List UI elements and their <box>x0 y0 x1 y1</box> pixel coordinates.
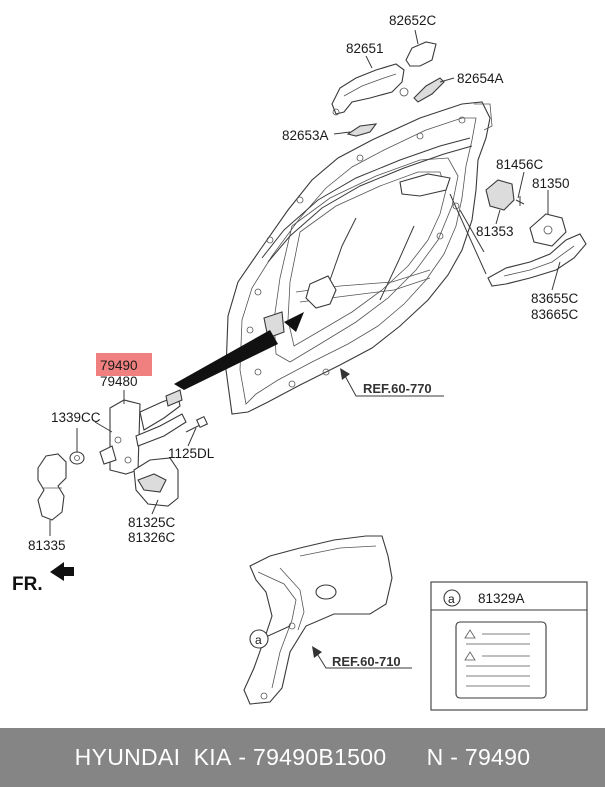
callout-a-label: a <box>255 633 262 647</box>
ref770-arrow-icon <box>340 368 350 380</box>
front-direction-arrow-icon <box>50 562 74 581</box>
latch-assembly <box>529 213 567 247</box>
checker-bolt <box>185 415 209 433</box>
latch-cable <box>487 233 587 287</box>
label-1339CC: 1339CC <box>51 410 101 425</box>
door-checker <box>99 389 187 475</box>
legend-box <box>430 581 588 711</box>
label-fr: FR. <box>12 574 43 595</box>
footer-spacer <box>232 744 239 771</box>
label-83655C: 83655C <box>531 291 579 306</box>
checker-cover <box>133 457 179 507</box>
legend-marker-a: a <box>448 592 455 606</box>
label-82654A: 82654A <box>457 71 504 86</box>
label-81325C: 81325C <box>128 515 176 530</box>
label-81456C: 81456C <box>496 157 544 172</box>
parts-diagram: 82652C 82651 82654A 82653A 81456C 81350 … <box>12 13 588 711</box>
label-ref-60-710: REF.60-710 <box>332 654 401 669</box>
pointer-arrow <box>174 330 278 390</box>
label-81353: 81353 <box>476 224 514 239</box>
label-83665C: 83665C <box>531 307 579 322</box>
label-79480: 79480 <box>100 374 138 389</box>
footer-brand: HYUNDAI KIA <box>74 744 232 770</box>
pointer-arrow-tip <box>284 312 304 332</box>
ref710-arrow-icon <box>312 646 322 658</box>
latch-bolt <box>515 196 525 206</box>
outside-handle <box>331 63 409 116</box>
latch-cover <box>485 179 515 211</box>
label-82651: 82651 <box>346 41 384 56</box>
label-1125DL: 1125DL <box>168 446 215 461</box>
label-81335: 81335 <box>28 538 66 553</box>
callout-a-circle <box>249 629 269 649</box>
label-82653A: 82653A <box>282 128 329 143</box>
bumper-cap <box>37 453 67 521</box>
label-ref-60-770: REF.60-770 <box>363 381 432 396</box>
label-79490: 79490 <box>100 358 138 373</box>
label-81326C: 81326C <box>128 530 176 545</box>
footer-gap <box>386 744 426 771</box>
footer-part-number: - 79490B1500 <box>238 744 387 770</box>
label-81350: 81350 <box>532 176 570 191</box>
handle-pad-front <box>346 123 378 137</box>
label-82652C: 82652C <box>389 13 437 28</box>
leader-lines <box>49 29 561 669</box>
handle-cover <box>405 41 437 67</box>
part-highlight-79490 <box>96 353 152 376</box>
quarter-panel <box>243 535 393 705</box>
checker-nut <box>69 451 85 465</box>
handle-pad <box>413 77 445 103</box>
footer-banner: HYUNDAI KIA - 79490B1500 N - 79490 <box>0 728 605 787</box>
legend-part-number: 81329A <box>478 591 525 606</box>
footer-code: N - 79490 <box>426 744 531 770</box>
rear-door-panel <box>225 101 493 415</box>
